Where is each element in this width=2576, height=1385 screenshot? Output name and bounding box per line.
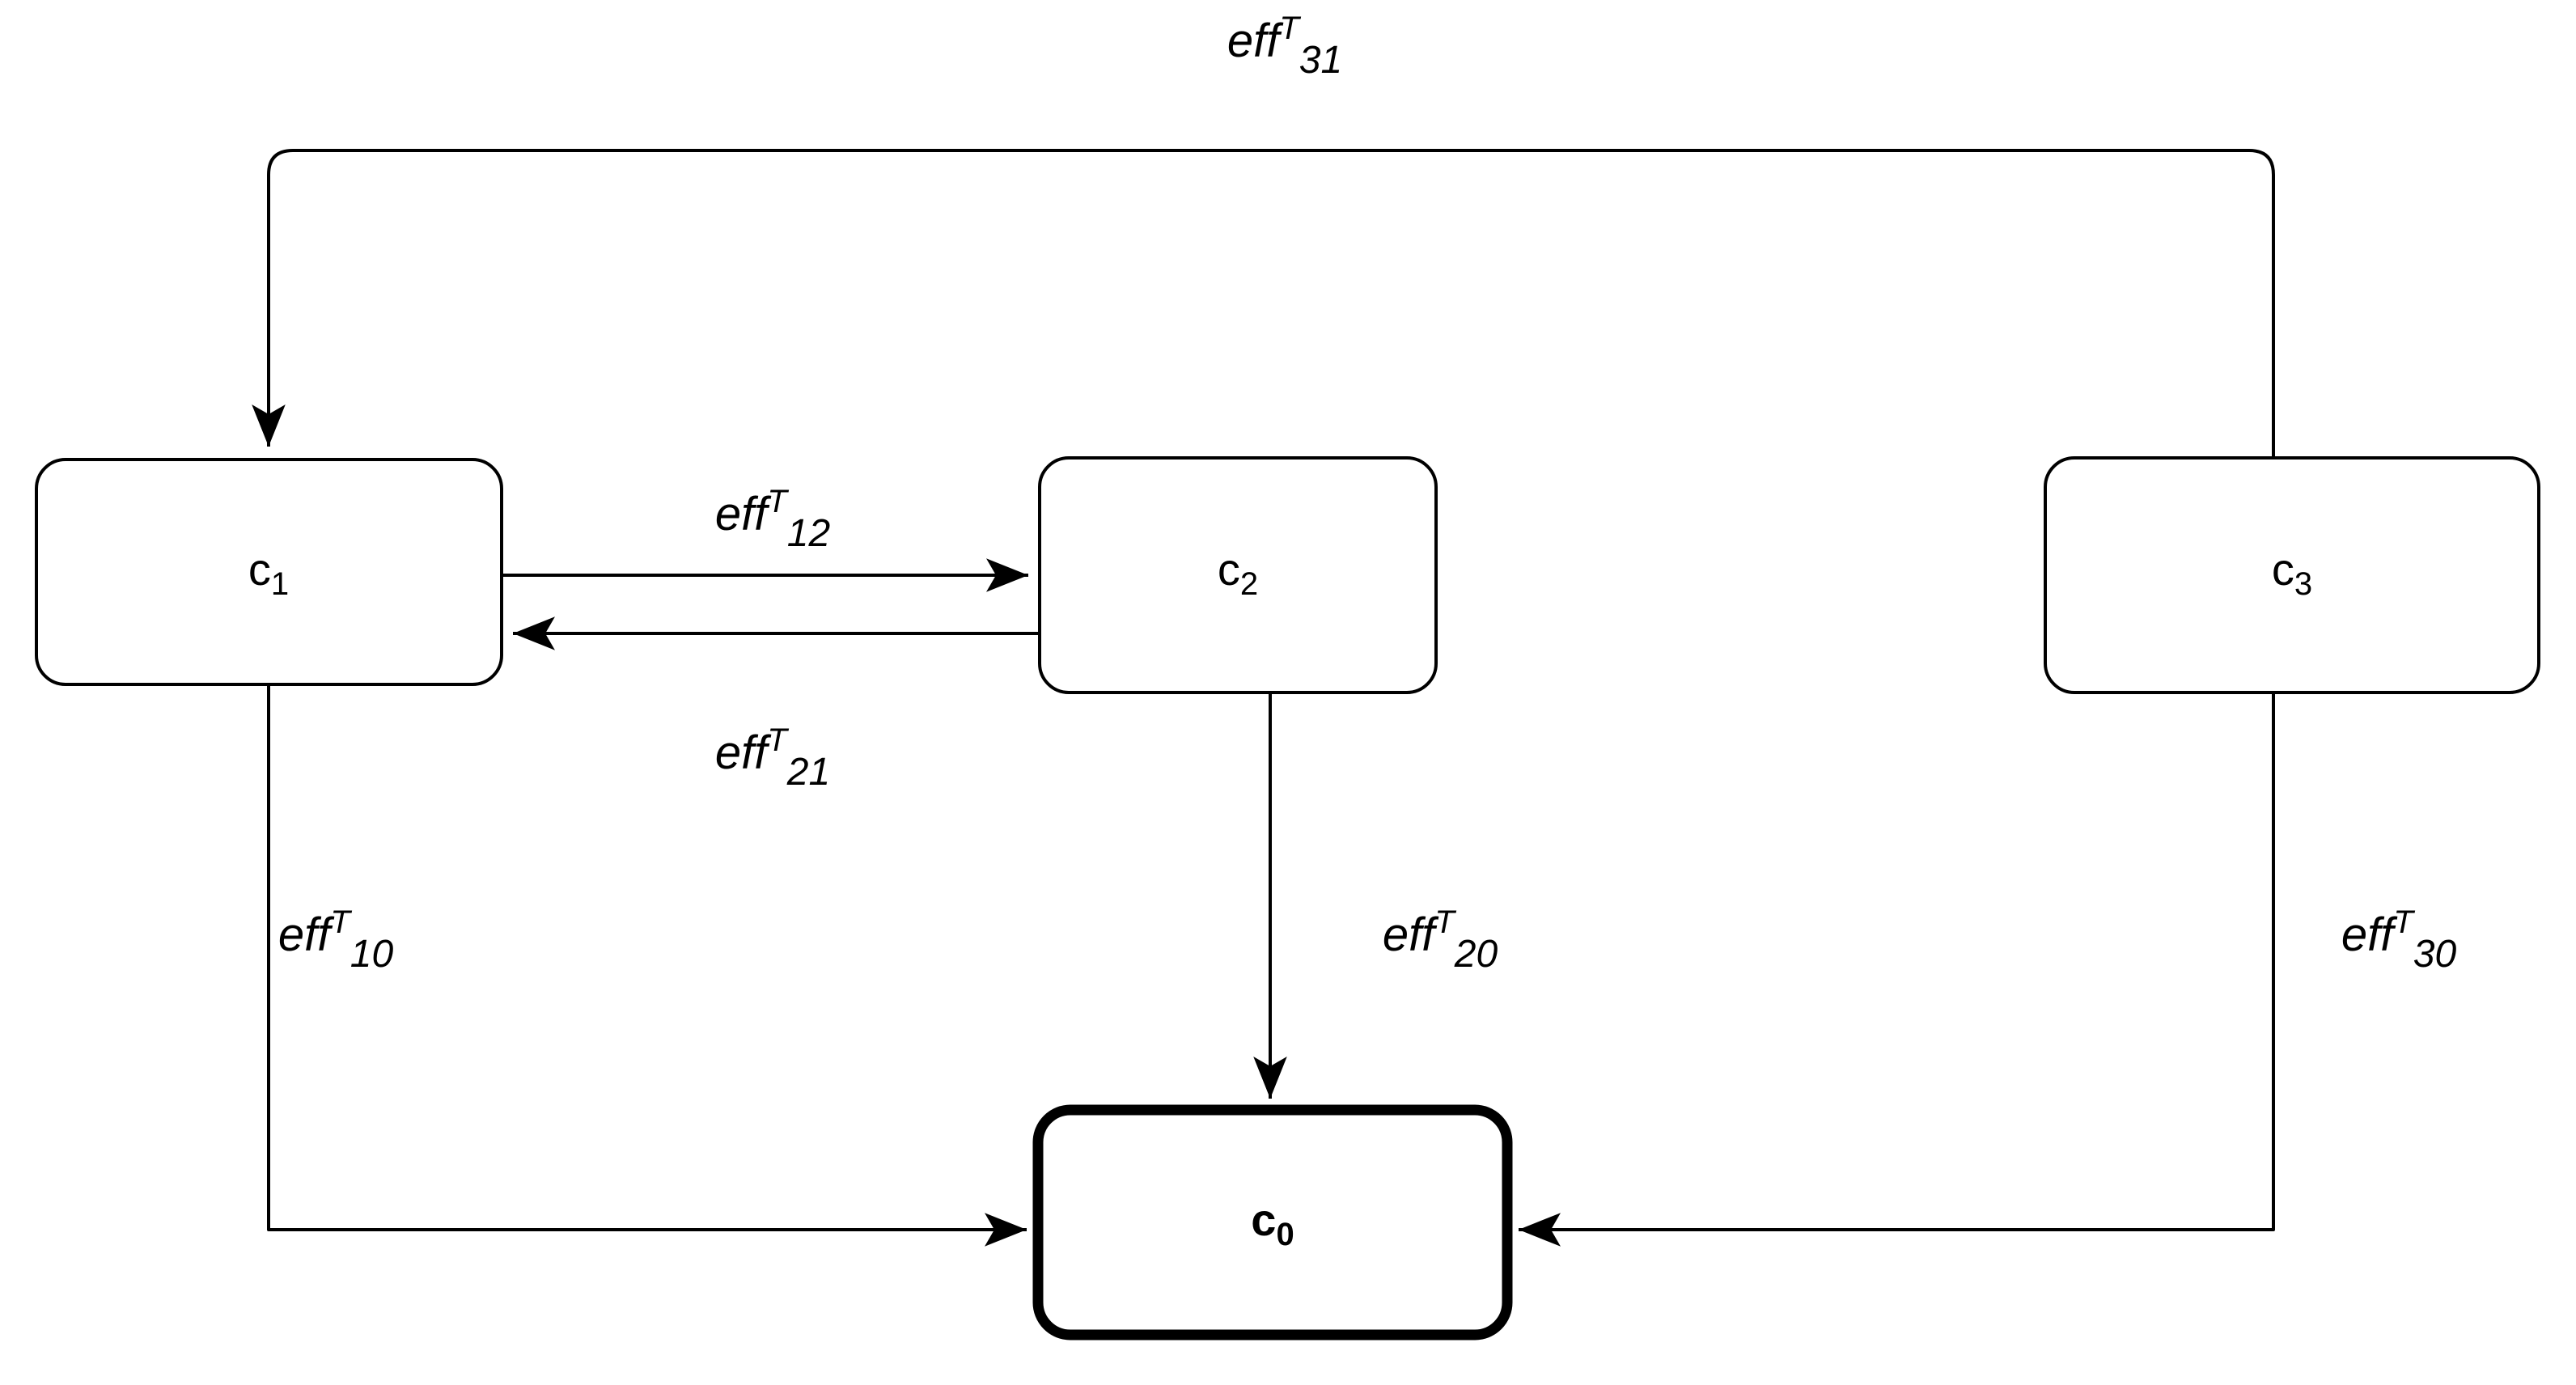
- edge-c3-to-c1: [252, 149, 2275, 458]
- edge-label-eff-10: effT10: [278, 904, 394, 976]
- node-c1[interactable]: c1: [35, 458, 503, 686]
- node-c3[interactable]: c3: [2044, 456, 2540, 694]
- node-c0-box[interactable]: [1032, 1104, 1513, 1341]
- node-c2-box[interactable]: [1038, 456, 1438, 694]
- node-c0[interactable]: c0: [1032, 1104, 1513, 1341]
- node-c1-label: c1: [248, 544, 289, 602]
- edge-c1-to-c0: [267, 684, 1027, 1247]
- edge-label-eff-20: effT20: [1383, 904, 1498, 976]
- node-c2-label: c2: [1218, 544, 1258, 602]
- node-c0-label: c0: [1251, 1194, 1294, 1252]
- edge-c3-to-c0: [1519, 692, 2275, 1247]
- edge-label-eff-12: effT12: [715, 484, 830, 555]
- edge-label-eff-31: effT31: [1227, 11, 1342, 82]
- node-c1-box[interactable]: [35, 458, 503, 686]
- node-c3-label: c3: [2272, 544, 2312, 602]
- node-c2[interactable]: c2: [1038, 456, 1438, 694]
- node-c3-box[interactable]: [2044, 456, 2540, 694]
- edge-label-eff-21: effT21: [715, 722, 830, 794]
- edge-label-eff-30: effT30: [2341, 904, 2457, 976]
